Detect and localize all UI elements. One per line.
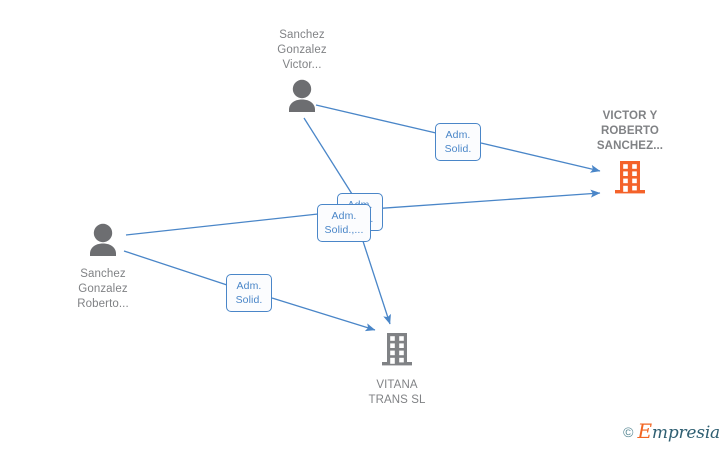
- person-icon: [283, 78, 321, 119]
- node-label-person-roberto: Sanchez Gonzalez Roberto...: [77, 268, 129, 310]
- edge-label-victor-to-victorroberto[interactable]: Adm. Solid.: [435, 123, 481, 161]
- edge-label-roberto-to-victorroberto[interactable]: Adm. Solid.,...: [317, 204, 371, 242]
- graph-node-person-victor[interactable]: Sanchez Gonzalez Victor...: [242, 28, 362, 119]
- person-icon: [84, 222, 122, 263]
- building-icon: [613, 159, 647, 202]
- building-icon: [380, 331, 414, 374]
- node-label-company-vitana: VITANA TRANS SL: [368, 379, 426, 406]
- graph-node-person-roberto[interactable]: Sanchez Gonzalez Roberto...: [43, 222, 163, 312]
- node-label-person-victor: Sanchez Gonzalez Victor...: [277, 29, 327, 71]
- brand-rest: mpresia: [651, 423, 720, 443]
- graph-node-company-vitana[interactable]: VITANA TRANS SL: [337, 331, 457, 408]
- graph-node-company-victor-roberto[interactable]: VICTOR Y ROBERTO SANCHEZ...: [570, 109, 690, 202]
- empresia-watermark: © Empresia: [623, 421, 720, 442]
- edge-label-roberto-to-vitana[interactable]: Adm. Solid.: [226, 274, 272, 312]
- copyright-icon: ©: [623, 423, 634, 440]
- brand-initial: E: [637, 419, 653, 443]
- node-label-company-victor-roberto: VICTOR Y ROBERTO SANCHEZ...: [596, 110, 664, 152]
- brand-wordmark: Empresia: [638, 421, 721, 442]
